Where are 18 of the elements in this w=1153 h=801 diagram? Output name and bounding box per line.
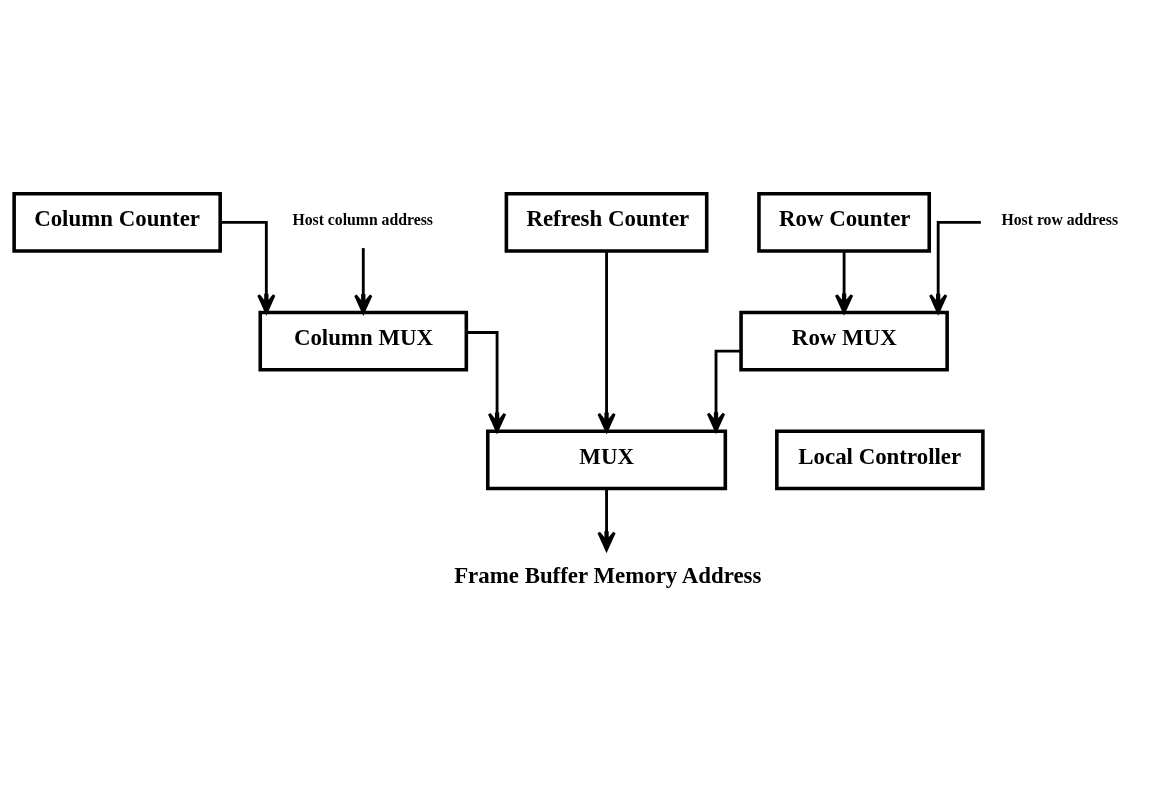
node-box: Local Controller [775, 429, 985, 491]
arrow [466, 331, 507, 433]
node-box: MUX [486, 429, 728, 491]
node-text: Host row address [1001, 210, 1119, 228]
node-box: Row MUX [739, 310, 949, 372]
arrow [597, 488, 616, 552]
node-text: Host column address [292, 210, 433, 228]
arrow [220, 220, 276, 314]
node-box: Refresh Counter [504, 191, 709, 253]
node-box: Column MUX [258, 310, 469, 372]
arrow [706, 349, 741, 433]
node-box: Row Counter [757, 191, 932, 253]
node-box: Column Counter [12, 191, 222, 253]
node-text: Frame Buffer Memory Address [454, 562, 762, 588]
arrow [354, 248, 373, 314]
arrow [929, 220, 981, 314]
arrow [834, 251, 854, 314]
arrow [597, 251, 616, 433]
